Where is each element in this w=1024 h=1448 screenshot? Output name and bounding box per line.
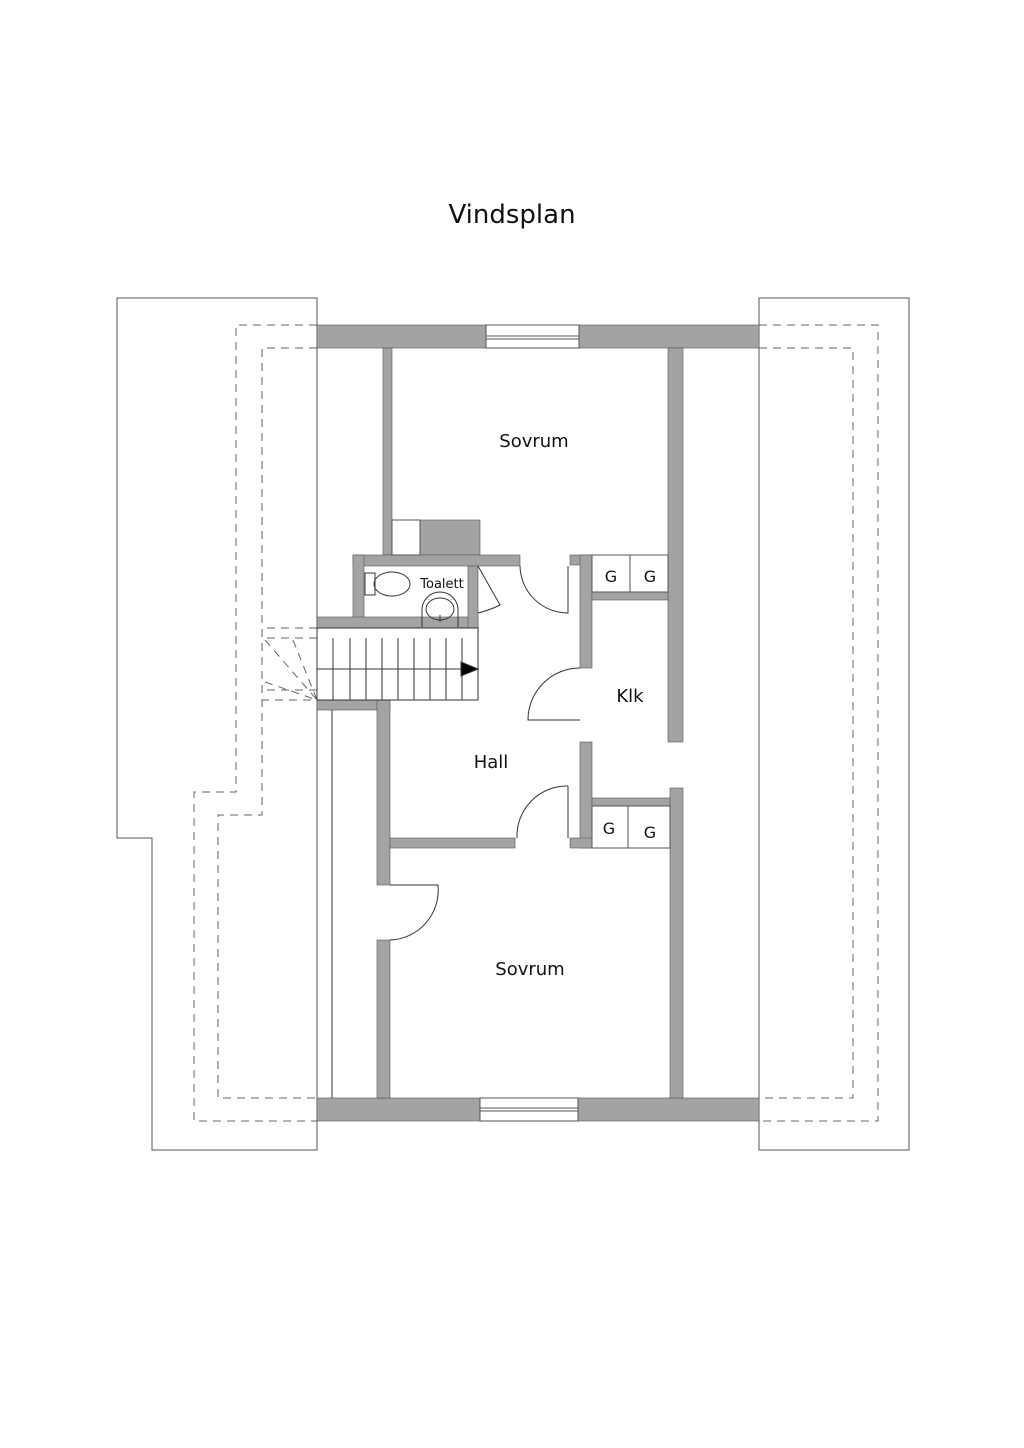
wardrobe-label: G <box>603 819 615 838</box>
room-label-bedroom-top: Sovrum <box>499 431 568 452</box>
toilet-fixtures <box>364 571 459 627</box>
wardrobe-label: G <box>644 823 656 842</box>
walls <box>316 324 760 1122</box>
staircase <box>316 627 480 701</box>
right-roof-outline <box>758 297 910 1151</box>
room-label-closet: Klk <box>616 686 644 707</box>
room-label-hall: Hall <box>474 752 509 773</box>
windows <box>479 324 580 1122</box>
wardrobe-label: G <box>605 567 617 586</box>
plan-title: Vindsplan <box>448 200 576 230</box>
sink-icon <box>421 591 459 627</box>
room-label-bedroom-bottom: Sovrum <box>495 959 564 980</box>
doors <box>331 565 581 1098</box>
room-label-toilet: Toalett <box>419 577 463 592</box>
wardrobes <box>391 519 671 849</box>
wardrobe-label: G <box>644 567 656 586</box>
stair-arrow-icon <box>460 661 480 677</box>
knee-wall-dashed-lines <box>193 324 879 1122</box>
left-roof-outline <box>116 297 318 1151</box>
toilet-bowl-icon <box>364 571 411 597</box>
